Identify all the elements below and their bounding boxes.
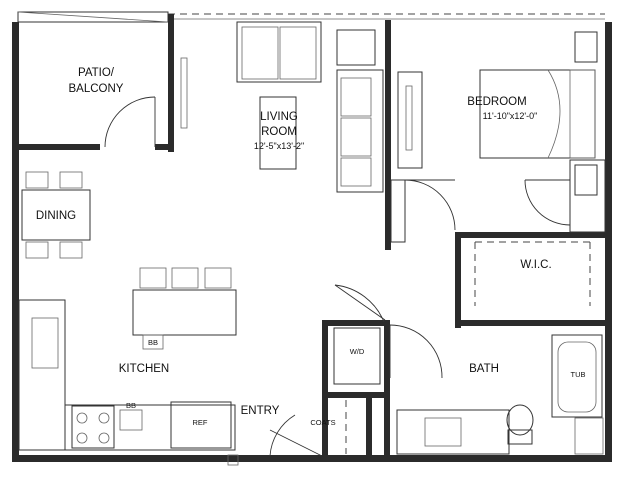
dining-table: [21, 171, 91, 259]
bb-island-label: BB: [148, 338, 158, 347]
room-label-living: LIVING: [260, 111, 298, 123]
exterior-walls: [12, 14, 612, 462]
bedroom-furniture: [397, 31, 598, 196]
interior-walls: [322, 20, 606, 456]
kitchen-island: [132, 267, 237, 350]
room-label-dining: DINING: [36, 210, 76, 222]
living-room-furniture: [236, 21, 384, 193]
balcony-railing: [17, 11, 605, 23]
patio-door: [104, 57, 188, 148]
wd-closet: [333, 284, 443, 385]
room-label-bedroom: BEDROOM: [467, 96, 526, 108]
room-label-bath: BATH: [469, 363, 499, 375]
room-label-kitchen: KITCHEN: [119, 363, 169, 375]
room-label-patio: PATIO/: [78, 67, 115, 79]
room-label-balcony: BALCONY: [69, 83, 124, 95]
coats-label: COATS: [310, 418, 335, 427]
wd-label: W/D: [350, 347, 365, 356]
room-label-room: ROOM: [261, 126, 297, 138]
wic-shelving: [474, 241, 591, 306]
living-room-dimensions: 12'-5"x13'-2": [254, 141, 304, 151]
room-label-entry: ENTRY: [241, 405, 280, 417]
bedroom-doors: [404, 179, 571, 231]
room-label-wic: W.I.C.: [520, 259, 551, 271]
bedroom-dimensions: 11'-10"x12'-0": [483, 111, 538, 121]
entry-door: [227, 414, 323, 466]
kitchen-counters: [18, 299, 236, 451]
bb-kitchen-label: BB: [126, 401, 136, 410]
ref-label: REF: [193, 418, 208, 427]
tub-label: TUB: [571, 370, 586, 379]
bath-fixtures: [396, 334, 604, 455]
